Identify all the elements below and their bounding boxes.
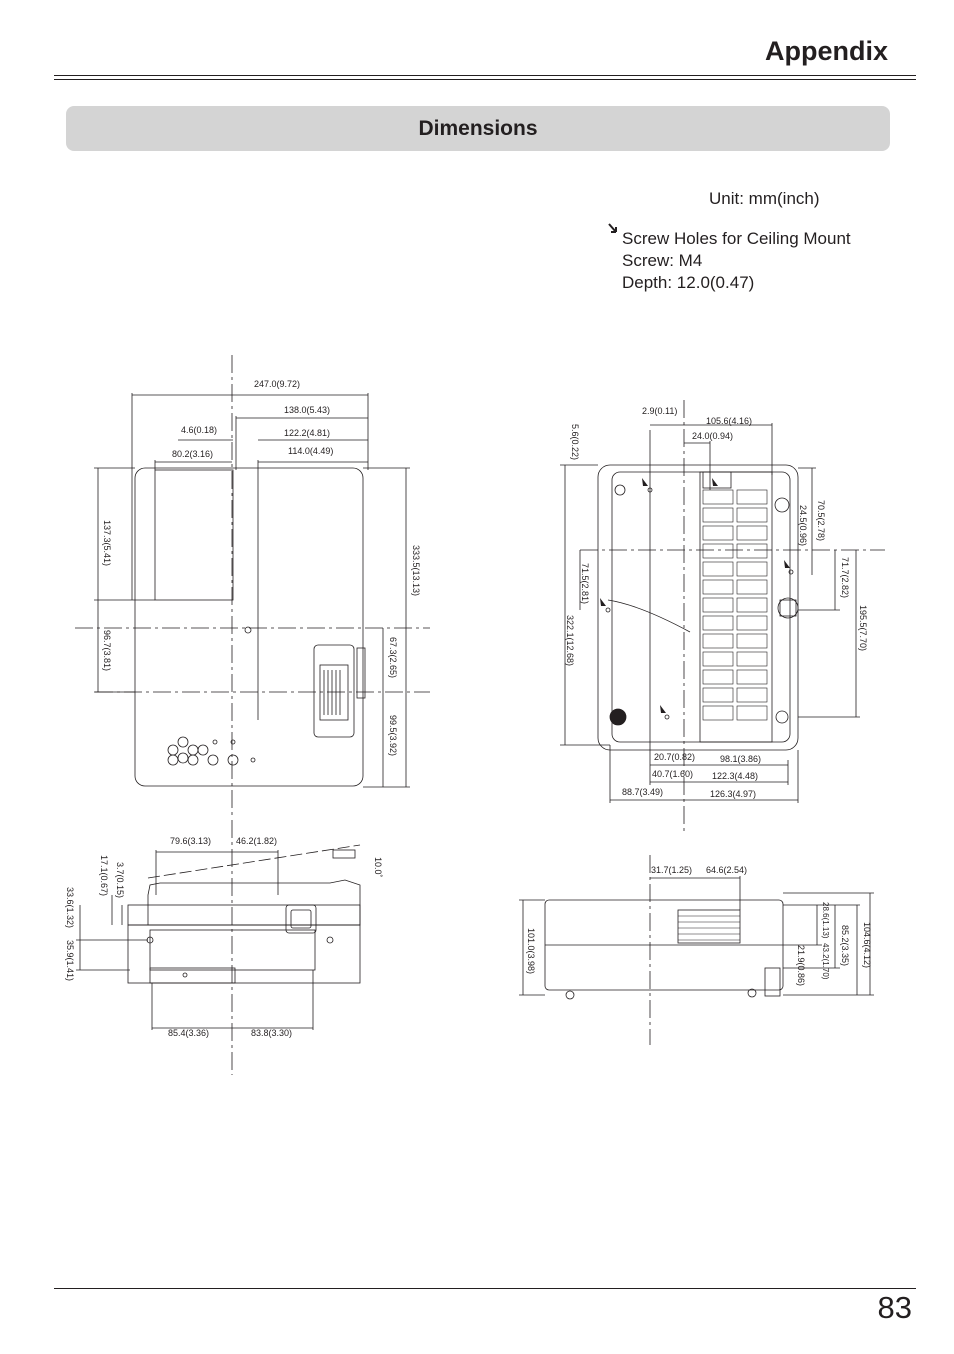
- dim-bottom-2-9: 2.9(0.11): [642, 406, 677, 416]
- unit-note: Unit: mm(inch): [709, 189, 820, 208]
- page-header-title: Appendix: [764, 36, 888, 66]
- dim-bottom-88: 88.7(3.49): [622, 787, 663, 797]
- screw-marker-1: [642, 478, 648, 486]
- dim-bottom-40: 40.7(1.60): [652, 769, 693, 779]
- screw-note-type: Screw: M4: [622, 251, 703, 270]
- screw-marker-5: [712, 478, 718, 486]
- dim-rear-79: 79.6(3.13): [170, 836, 211, 846]
- dim-rear-46: 46.2(1.82): [236, 836, 277, 846]
- dim-top-4-6: 4.6(0.18): [181, 425, 217, 435]
- dim-bottom-5-6: 5.6(0.22): [570, 424, 580, 460]
- dim-top-67: 67.3(2.65): [388, 637, 398, 678]
- dim-top-80: 80.2(3.16): [172, 449, 213, 459]
- top-view-drawing: [75, 355, 430, 815]
- dim-bottom-122-3: 122.3(4.48): [712, 771, 758, 781]
- screw-marker-2: [600, 598, 606, 606]
- dim-bottom-24-5: 24.5(0.96): [798, 505, 808, 546]
- screw-note-title: Screw Holes for Ceiling Mount: [622, 229, 851, 248]
- dim-bottom-71-7: 71.7(2.82): [840, 557, 850, 598]
- side-view-drawing: [519, 855, 874, 1045]
- dim-rear-35: 35.9(1.41): [65, 940, 75, 981]
- dim-rear-85: 85.4(3.36): [168, 1028, 209, 1038]
- dim-bottom-20: 20.7(0.82): [654, 752, 695, 762]
- dim-top-99: 99.5(3.92): [388, 715, 398, 756]
- header-rule-secondary: [54, 79, 916, 80]
- dim-side-21: 21.9(0.86): [796, 945, 806, 986]
- dim-rear-3-7: 3.7(0.15): [115, 862, 125, 898]
- dim-side-43: 43.2(1.70): [821, 943, 830, 980]
- dim-bottom-98: 98.1(3.86): [720, 754, 761, 764]
- screw-marker-4: [784, 560, 790, 568]
- dim-bottom-322: 322.1(12.68): [565, 615, 575, 666]
- dim-top-114: 114.0(4.49): [288, 446, 333, 456]
- section-banner: Dimensions: [66, 106, 890, 151]
- bottom-view-drawing: [560, 400, 885, 835]
- dim-side-104: 104.6(4.12): [862, 922, 872, 968]
- dim-top-247: 247.0(9.72): [254, 379, 300, 389]
- dim-bottom-126: 126.3(4.97): [710, 789, 756, 799]
- dim-top-333: 333.5(13.13): [411, 545, 421, 596]
- dim-bottom-195: 195.5(7.70): [858, 605, 868, 651]
- screw-hole-markers: [600, 478, 790, 713]
- header-rule: [54, 75, 916, 76]
- dim-side-31: 31.7(1.25): [651, 865, 692, 875]
- dim-rear-10: 10.0˚: [373, 857, 383, 878]
- dim-bottom-105: 105.6(4.16): [706, 416, 752, 426]
- section-title: Dimensions: [418, 116, 538, 140]
- dim-bottom-70: 70.5(2.78): [816, 500, 826, 541]
- dim-rear-83: 83.8(3.30): [251, 1028, 292, 1038]
- dim-rear-33: 33.6(1.32): [65, 887, 75, 928]
- screw-note: Screw Holes for Ceiling Mount Screw: M4 …: [622, 228, 851, 294]
- screw-marker-3: [660, 705, 666, 713]
- dim-bottom-71-5: 71.5(2.81): [580, 563, 590, 604]
- dim-top-137: 137.3(5.41): [102, 520, 112, 566]
- dim-top-122: 122.2(4.81): [284, 428, 330, 438]
- dim-side-28: 28.6(1.13): [821, 902, 830, 939]
- rear-view-drawing: [76, 820, 361, 1075]
- dim-rear-17: 17.1(0.67): [99, 855, 109, 896]
- dim-side-64: 64.6(2.54): [706, 865, 747, 875]
- dim-top-96: 96.7(3.81): [102, 630, 112, 671]
- page-number: 83: [877, 1290, 912, 1325]
- dim-side-85: 85.2(3.35): [840, 925, 850, 966]
- dim-side-101: 101.0(3.98): [526, 928, 536, 974]
- screw-arrow-icon: [608, 223, 617, 233]
- dim-top-138: 138.0(5.43): [284, 405, 330, 415]
- footer-rule: [54, 1288, 916, 1289]
- dim-bottom-24: 24.0(0.94): [692, 431, 733, 441]
- screw-note-depth: Depth: 12.0(0.47): [622, 273, 755, 292]
